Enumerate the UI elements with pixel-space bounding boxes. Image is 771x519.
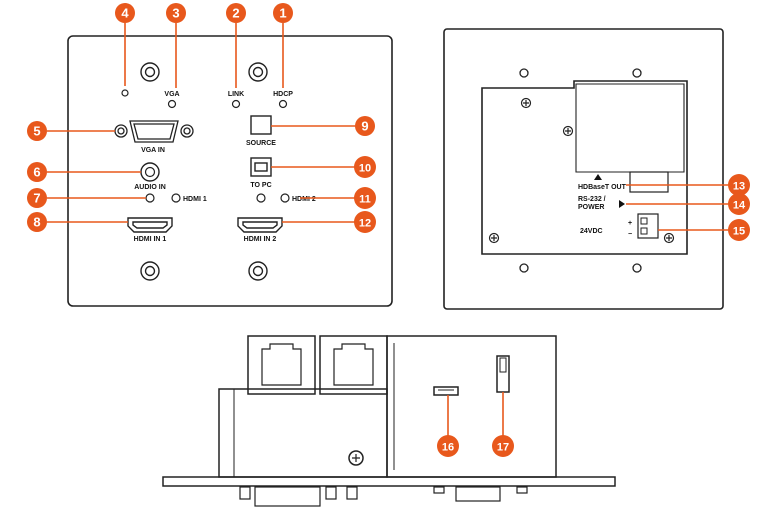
- front-screw-holes: [140, 62, 268, 281]
- callout-16: 16: [437, 435, 459, 457]
- hdmi1-led-label: HDMI 1: [183, 196, 207, 203]
- svg-text:16: 16: [442, 442, 454, 454]
- svg-text:14: 14: [733, 200, 746, 212]
- callout-6: 6: [27, 162, 47, 182]
- svg-text:7: 7: [33, 191, 40, 206]
- micro-usb-port: [433, 386, 459, 396]
- svg-text:12: 12: [359, 218, 371, 230]
- minus-label: −: [628, 231, 632, 238]
- svg-text:2: 2: [232, 6, 239, 21]
- source-label: SOURCE: [246, 140, 276, 147]
- hdbaset-out-label: HDBaseT OUT: [578, 184, 627, 191]
- to-pc-label: TO PC: [250, 182, 271, 189]
- hdcp-led: [278, 99, 288, 109]
- dip-switch: [496, 355, 510, 393]
- svg-text:4: 4: [121, 6, 129, 21]
- plus-label: +: [628, 220, 632, 227]
- callout-1: 1: [273, 3, 293, 23]
- callout-13: 13: [728, 174, 750, 196]
- rear-ground-screws: [488, 97, 675, 244]
- rj45-jack-1: [247, 335, 316, 395]
- hdmi-in-2-label: HDMI IN 2: [244, 236, 277, 243]
- rs232-arrow-icon: [619, 200, 625, 208]
- hdmi2-button: [256, 193, 266, 203]
- callout-2: 2: [226, 3, 246, 23]
- hdcp-led-label: HDCP: [273, 91, 293, 98]
- callout-14: 14: [728, 193, 750, 215]
- link-led: [231, 99, 241, 109]
- svg-text:11: 11: [359, 194, 371, 206]
- svg-text:5: 5: [33, 124, 40, 139]
- front-panel: VGA LINK HDCP VGA IN SOURCE AUDIO IN TO …: [67, 35, 393, 307]
- side-faceplate: [162, 476, 616, 487]
- side-ground-screw: [348, 450, 364, 466]
- callout-10: 10: [354, 156, 376, 178]
- hdmi2-led-label: HDMI 2: [292, 196, 316, 203]
- rear-faceplate: [443, 28, 724, 310]
- svg-text:17: 17: [497, 442, 509, 454]
- link-led-label: LINK: [228, 91, 244, 98]
- vga-led: [167, 99, 177, 109]
- callout-9: 9: [355, 116, 375, 136]
- rear-24vdc-terminal: [637, 213, 659, 239]
- callout-5: 5: [27, 121, 47, 141]
- rear-screw-holes: [519, 68, 642, 273]
- callout-8: 8: [27, 212, 47, 232]
- svg-text:13: 13: [733, 181, 745, 193]
- hdbaset-arrow-icon: [594, 174, 602, 180]
- source-button: [250, 115, 272, 135]
- hdmi-in-1-label: HDMI IN 1: [134, 236, 167, 243]
- svg-text:1: 1: [279, 6, 286, 21]
- callout-7: 7: [27, 188, 47, 208]
- svg-text:15: 15: [733, 226, 745, 238]
- callout-4: 4: [115, 3, 135, 23]
- power-led: [121, 89, 129, 97]
- audio-in-label: AUDIO IN: [134, 184, 166, 191]
- svg-text:10: 10: [359, 163, 371, 175]
- callout-lines: [47, 23, 728, 440]
- callout-badges: 1 2 3 4 5 6 7 8 9 10 11 12 13 14 15 16 1…: [27, 3, 750, 457]
- rear-enclosure: [481, 80, 688, 255]
- vga-led-label: VGA: [164, 91, 179, 98]
- callout-15: 15: [728, 219, 750, 241]
- callout-3: 3: [166, 3, 186, 23]
- hdmi-in-2-port: [237, 217, 283, 233]
- front-faceplate: [67, 35, 393, 307]
- callout-17: 17: [492, 435, 514, 457]
- rear-hdbaset-port: [629, 171, 669, 193]
- hdmi2-led: [280, 193, 290, 203]
- 24vdc-label: 24VDC: [580, 228, 603, 235]
- vga-in-label: VGA IN: [141, 147, 165, 154]
- callout-11: 11: [354, 187, 376, 209]
- side-body-left: [218, 388, 388, 478]
- svg-text:9: 9: [361, 119, 368, 134]
- hdmi-in-1-port: [127, 217, 173, 233]
- side-view: [162, 335, 616, 507]
- svg-text:6: 6: [33, 165, 40, 180]
- hdmi1-led: [171, 193, 181, 203]
- rs232-label-line1: RS-232 /: [578, 196, 606, 203]
- rs232-label-line2: POWER: [578, 204, 604, 211]
- callout-12: 12: [354, 211, 376, 233]
- svg-text:8: 8: [33, 215, 40, 230]
- svg-text:3: 3: [172, 6, 179, 21]
- side-body-right: [386, 335, 557, 478]
- rear-panel: HDBaseT OUT RS-232 / POWER 24VDC + −: [443, 28, 724, 310]
